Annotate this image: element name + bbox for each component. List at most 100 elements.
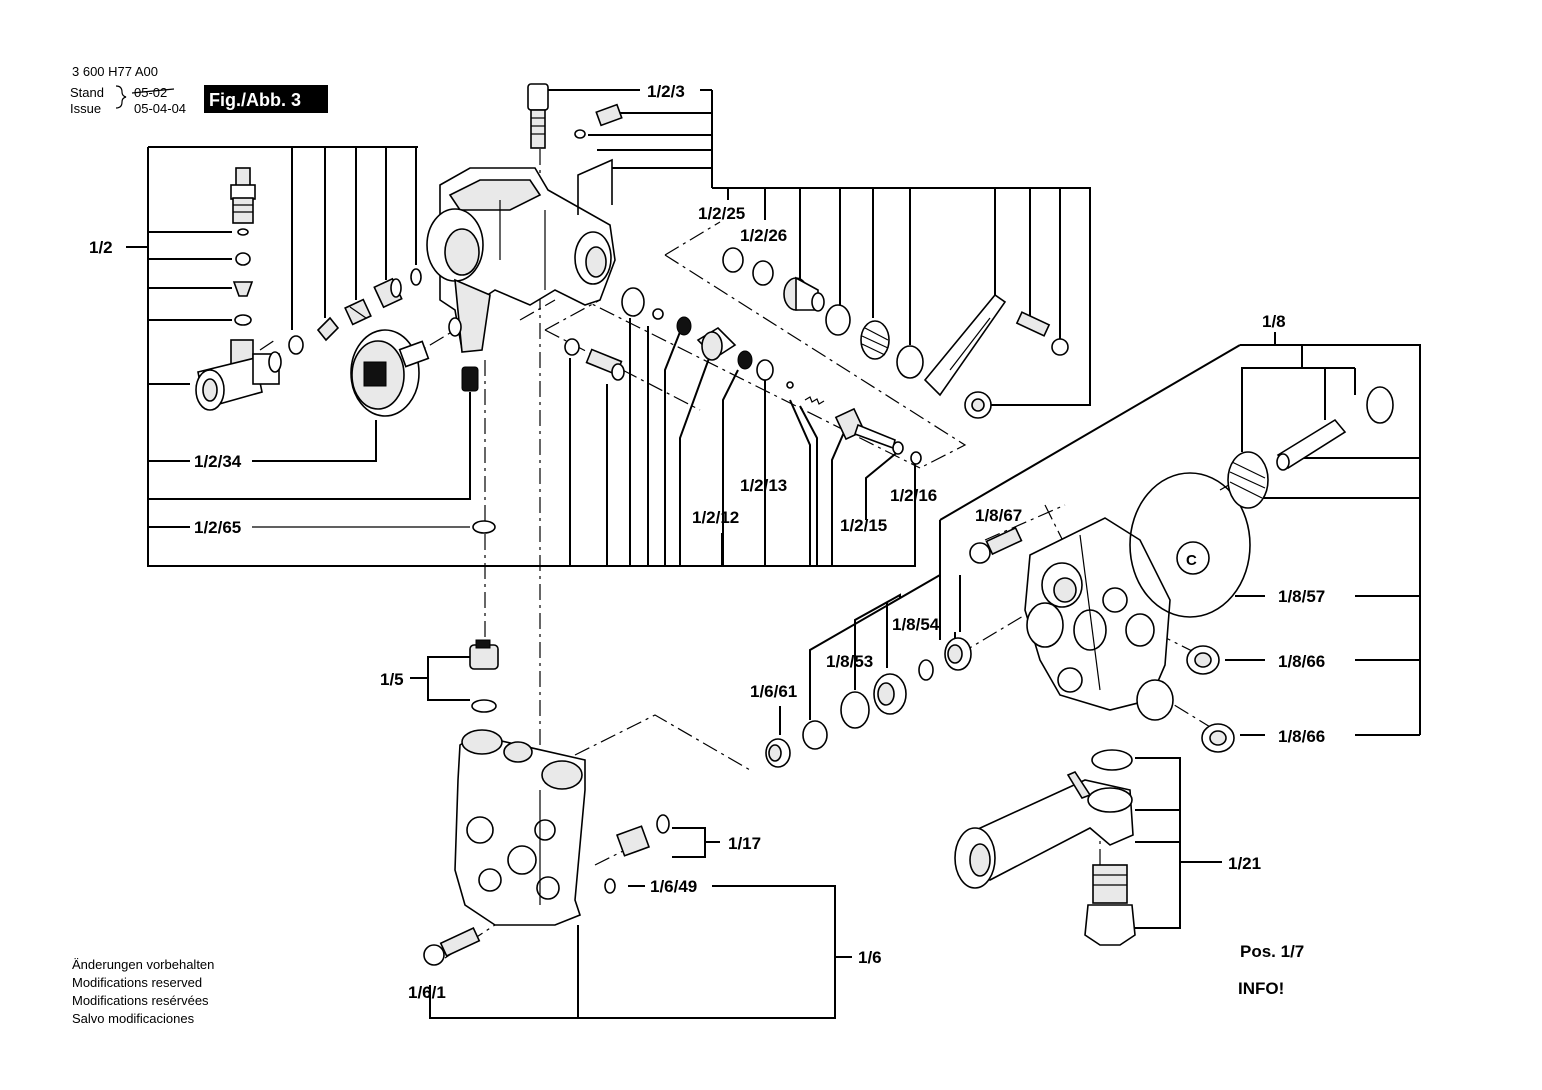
part-outlet-arm	[954, 770, 1134, 889]
leader-lines-1-8	[779, 332, 1421, 929]
part-oring-1-2-65	[472, 520, 496, 534]
label-1-2-13: 1/2/13	[740, 476, 787, 495]
label-1-8-53: 1/8/53	[826, 652, 873, 671]
part-ball	[652, 308, 664, 320]
part-wire-clip	[577, 158, 613, 215]
part-ring-1-2-13	[756, 359, 774, 381]
label-1-8-67: 1/8/67	[975, 506, 1022, 525]
part-seal-1-6-61	[765, 738, 791, 768]
issue-label: Issue	[70, 101, 101, 116]
part-regulator	[783, 276, 825, 312]
part-valve-seat	[373, 277, 403, 309]
label-1-2-15: 1/2/15	[840, 516, 887, 535]
doc-header: 3 600 H77 A00 Stand Issue 05-02 05-04-04…	[70, 64, 328, 116]
part-elbow-fitting	[195, 339, 282, 411]
label-1-2-3: 1/2/3	[647, 82, 685, 101]
part-screw-lever	[1015, 311, 1051, 337]
part-washer-b	[825, 304, 851, 336]
part-ring-1-2-12	[737, 350, 753, 370]
label-1-8-57: 1/8/57	[1278, 587, 1325, 606]
part-nut-small	[1051, 338, 1069, 356]
part-washer-a	[621, 287, 645, 317]
part-spring-tiny	[804, 396, 825, 405]
doc-number: 3 600 H77 A00	[72, 64, 158, 79]
strike-through	[131, 88, 175, 94]
part-plug-1-8-66a	[1186, 645, 1220, 675]
part-piston	[834, 407, 896, 450]
part-plug-1-5	[469, 639, 499, 670]
part-oring-1-5	[471, 699, 497, 713]
issue-date: 05-04-04	[134, 101, 186, 116]
circle-c-label: C	[1186, 552, 1197, 569]
note-de: Änderungen vorbehalten	[72, 957, 214, 972]
label-1-5: 1/5	[380, 670, 404, 689]
part-valve-body	[426, 167, 616, 353]
label-1-21: 1/21	[1228, 854, 1261, 873]
part-fitting-1-17	[615, 825, 651, 857]
label-1-2: 1/2	[89, 238, 113, 257]
part-ring-1-2-26	[752, 260, 774, 286]
label-1-17: 1/17	[728, 834, 761, 853]
part-ring-1-6-61b	[802, 720, 828, 750]
part-valve-pin	[316, 316, 340, 342]
label-1-2-34: 1/2/34	[194, 452, 242, 471]
label-1-2-65: 1/2/65	[194, 518, 241, 537]
part-ring-flat	[234, 314, 252, 326]
note-en: Modifications reserved	[72, 975, 202, 990]
part-pin-1-8	[1276, 418, 1347, 471]
part-ring-1-2-16	[910, 451, 922, 465]
part-ring-o	[235, 252, 251, 266]
part-sleeve	[696, 326, 737, 361]
part-knob	[350, 329, 430, 417]
part-nut-lever	[964, 391, 992, 419]
part-ring-small	[237, 228, 249, 236]
label-1-2-12: 1/2/12	[692, 508, 739, 527]
part-ring-1-2-d	[288, 335, 304, 355]
note-fr: Modifications resérvées	[72, 993, 209, 1008]
part-ring-1-2-25	[722, 247, 744, 273]
stand-label: Stand	[70, 85, 104, 100]
part-oring-1-17	[656, 814, 670, 834]
part-screw-1-8-67	[969, 526, 1023, 564]
part-spring-1-8	[1227, 451, 1269, 509]
part-bolt-small-top	[595, 103, 623, 127]
label-1-8-54: 1/8/54	[892, 615, 940, 634]
part-oring-1-8-53	[840, 691, 870, 729]
part-pump-housing	[454, 729, 586, 926]
part-labels: 1/2/3 1/2 1/2/25 1/2/26 1/2/34 1/2/65 1/…	[89, 82, 1325, 1002]
leader-lines-upper	[126, 89, 1091, 567]
part-spring-small	[344, 298, 372, 326]
part-seal-1-8-54	[944, 637, 972, 671]
part-bolt-1-2-3	[527, 83, 549, 149]
part-seal-1-8-53	[873, 673, 907, 715]
part-ring-1-2-a	[410, 268, 422, 286]
label-1-8-66a: 1/8/66	[1278, 652, 1325, 671]
part-bolt-mid	[585, 348, 625, 381]
part-oring-1-21	[1091, 749, 1133, 771]
label-1-6: 1/6	[858, 948, 882, 967]
label-1-6-61: 1/6/61	[750, 682, 797, 701]
stand-date: 05-02	[134, 85, 167, 100]
part-ring-clip	[1366, 386, 1394, 424]
part-oring-1-8-57	[1129, 472, 1251, 618]
label-1-2-26: 1/2/26	[740, 226, 787, 245]
part-nipple-top	[230, 167, 256, 224]
leader-lines-lower	[410, 656, 852, 1019]
part-plug-1-8-66b	[1201, 723, 1235, 753]
part-ring-left	[564, 338, 580, 356]
label-1-8-66b: 1/8/66	[1278, 727, 1325, 746]
part-ring-1-6-49	[604, 878, 616, 894]
part-lever	[923, 293, 1007, 397]
label-info: INFO!	[1238, 979, 1284, 998]
label-1-8: 1/8	[1262, 312, 1286, 331]
label-pos-1-7: Pos. 1/7	[1240, 942, 1304, 961]
figure-badge-bg	[204, 85, 328, 113]
part-ball-small	[786, 381, 794, 389]
part-ring-1-2-15	[892, 441, 904, 455]
part-spring-large	[860, 320, 890, 360]
circle-c	[1176, 541, 1210, 575]
part-screw-1-6-1	[423, 926, 481, 966]
header-brace	[115, 85, 127, 109]
label-1-2-25: 1/2/25	[698, 204, 745, 223]
